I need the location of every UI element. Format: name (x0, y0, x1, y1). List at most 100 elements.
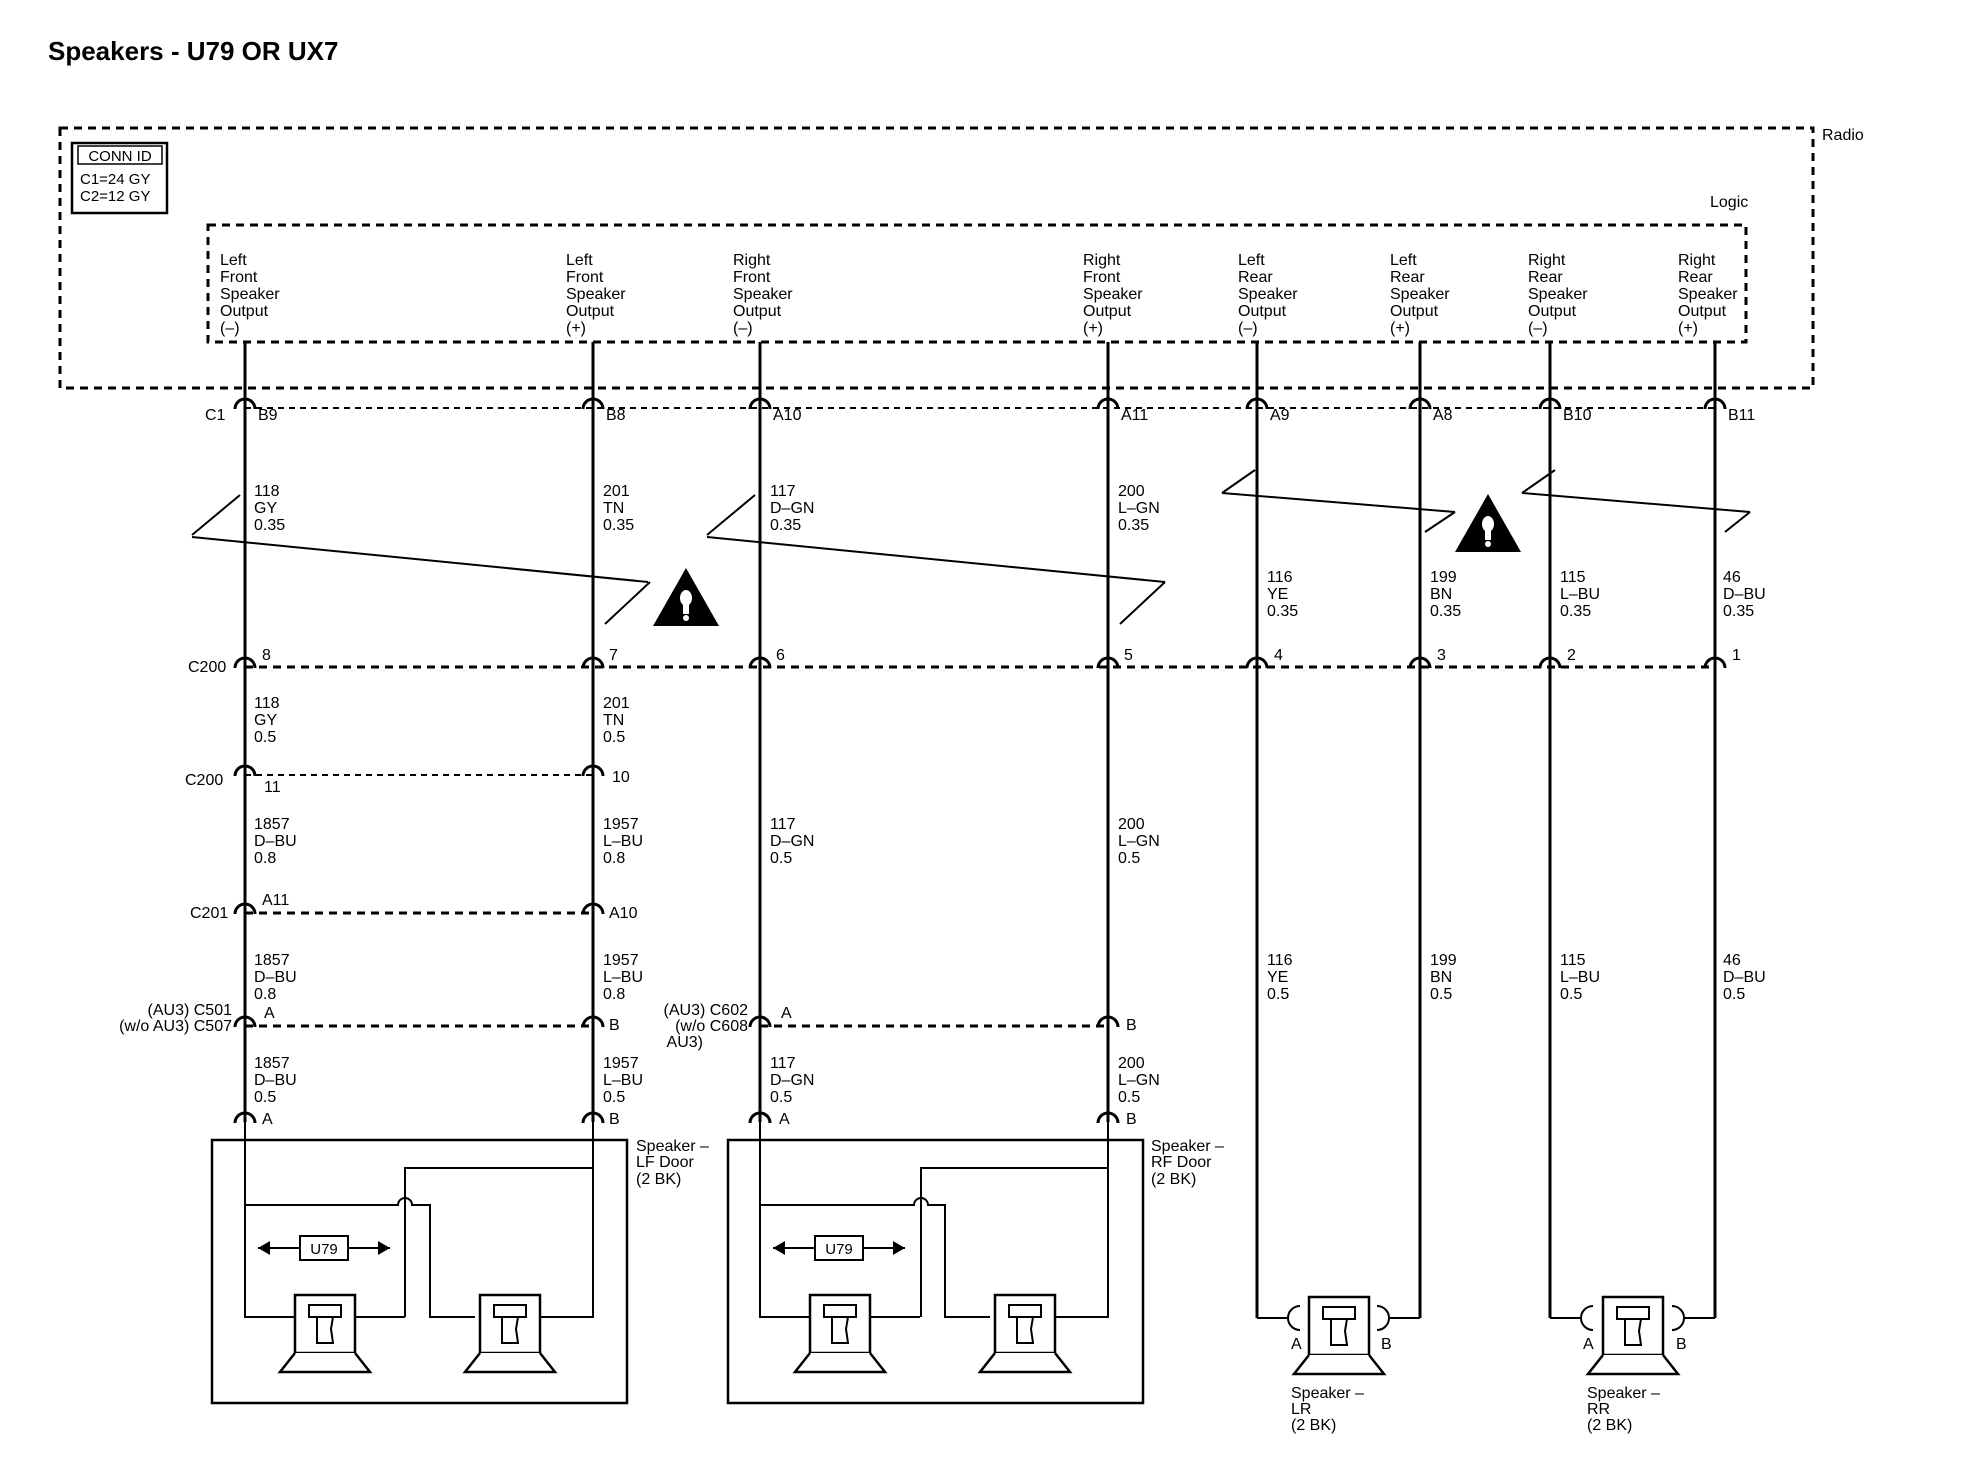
wire-label: D–BU (254, 833, 297, 850)
wire-label: 115 (1560, 952, 1586, 969)
wire-label: 118 (254, 695, 280, 712)
pin-terminal (581, 656, 605, 669)
pin-label: B (609, 1111, 620, 1128)
wire-label: 0.8 (603, 850, 625, 867)
wire-label: L–GN (1118, 1072, 1160, 1089)
output-label: Left (1238, 252, 1265, 269)
wire-label: 0.8 (603, 986, 625, 1003)
output-label: Left (1390, 252, 1417, 269)
output-label: Right (1083, 252, 1121, 269)
speaker-icon (1292, 1295, 1386, 1376)
pin-terminal (1245, 397, 1269, 410)
wire-label: 0.8 (254, 986, 276, 1003)
pin-terminal (233, 1111, 257, 1124)
wire-label: 1957 (603, 816, 639, 833)
pin-label: B (1126, 1017, 1137, 1034)
wire-label: 116 (1267, 952, 1293, 969)
output-label: Rear (1678, 269, 1713, 286)
wire-label: GY (254, 500, 277, 517)
wire-label: 201 (603, 483, 630, 500)
speaker-lf-label: (2 BK) (636, 1171, 681, 1188)
output-label: Output (220, 303, 269, 320)
wire-label: 201 (603, 695, 630, 712)
output-label: Output (733, 303, 782, 320)
wire-label: YE (1267, 969, 1288, 986)
output-label: Rear (1390, 269, 1425, 286)
pin-terminal (581, 902, 605, 915)
wire-label: 199 (1430, 569, 1457, 586)
pin-terminal (1703, 656, 1727, 669)
wire-label: 46 (1723, 569, 1741, 586)
pin-label: 7 (609, 647, 618, 664)
wire-label: 199 (1430, 952, 1457, 969)
pin-terminal (748, 397, 772, 410)
pin-label: A (1583, 1336, 1594, 1353)
wire-label: 0.5 (603, 729, 625, 746)
wire-label: 200 (1118, 483, 1145, 500)
speaker-lf-label: Speaker – (636, 1138, 709, 1155)
wire-label: L–BU (603, 833, 643, 850)
c200-label: C200 (188, 659, 226, 676)
output-label: Right (1678, 252, 1716, 269)
c201-label: C201 (190, 905, 228, 922)
pin-label: A11 (262, 892, 289, 909)
wire-label: 200 (1118, 816, 1145, 833)
wire-label: 200 (1118, 1055, 1145, 1072)
c200-label-2: C200 (185, 772, 223, 789)
wire-label: L–BU (1560, 969, 1600, 986)
output-label: (+) (1678, 320, 1698, 337)
pin-label: B (1676, 1336, 1687, 1353)
wire-label: 118 (254, 483, 280, 500)
wire-label: D–BU (254, 969, 297, 986)
c507-label: (w/o AU3) C507 (119, 1018, 232, 1035)
wire-label: 0.35 (1118, 517, 1149, 534)
pin-terminal (581, 397, 605, 410)
wire-label: 1857 (254, 1055, 290, 1072)
wire-label: 0.35 (254, 517, 285, 534)
output-label: (–) (733, 320, 753, 337)
conn-id-line: C1=24 GY (80, 171, 150, 188)
output-label: Output (1390, 303, 1439, 320)
speaker-icon (1586, 1295, 1680, 1376)
pin-terminal (748, 656, 772, 669)
speaker-rf-label: (2 BK) (1151, 1171, 1196, 1188)
wire-label: 117 (770, 816, 796, 833)
pin-terminal (1245, 656, 1269, 669)
output-label: (+) (1083, 320, 1103, 337)
output-label: Speaker (566, 286, 626, 303)
pin-label: B9 (258, 407, 278, 424)
speaker-rr-label: RR (1587, 1401, 1610, 1418)
wire-label: 1957 (603, 1055, 639, 1072)
pin-label: 3 (1437, 647, 1446, 664)
output-label: Speaker (1678, 286, 1738, 303)
wire-label: GY (254, 712, 277, 729)
wire-label: 0.5 (770, 850, 792, 867)
pin-label: 4 (1274, 647, 1283, 664)
wire-label: 0.5 (770, 1089, 792, 1106)
wire-label: D–GN (770, 833, 814, 850)
wire-label: 116 (1267, 569, 1293, 586)
pin-label: 2 (1567, 647, 1576, 664)
pin-terminal (1408, 656, 1432, 669)
output-label: Front (566, 269, 604, 286)
speaker-lr-label: LR (1291, 1401, 1311, 1418)
speaker-lr-label: (2 BK) (1291, 1417, 1336, 1434)
output-label: Output (566, 303, 615, 320)
wire-label: 1857 (254, 816, 290, 833)
wire-label: L–BU (603, 969, 643, 986)
wire-label: 0.5 (1267, 986, 1289, 1003)
pin-terminal (1538, 656, 1562, 669)
wire-label: 117 (770, 1055, 796, 1072)
pin-label: A11 (1121, 407, 1148, 424)
warning-triangle-icon (653, 568, 719, 626)
speaker-lf-label: LF Door (636, 1154, 694, 1171)
output-label: Front (733, 269, 771, 286)
wire-label: 0.35 (1560, 603, 1591, 620)
wire-label: 0.5 (603, 1089, 625, 1106)
wire-label: 0.5 (254, 729, 276, 746)
wire-label: D–BU (254, 1072, 297, 1089)
wire-label: 115 (1560, 569, 1586, 586)
speaker-icon (978, 1293, 1072, 1374)
radio-label: Radio (1822, 127, 1864, 144)
